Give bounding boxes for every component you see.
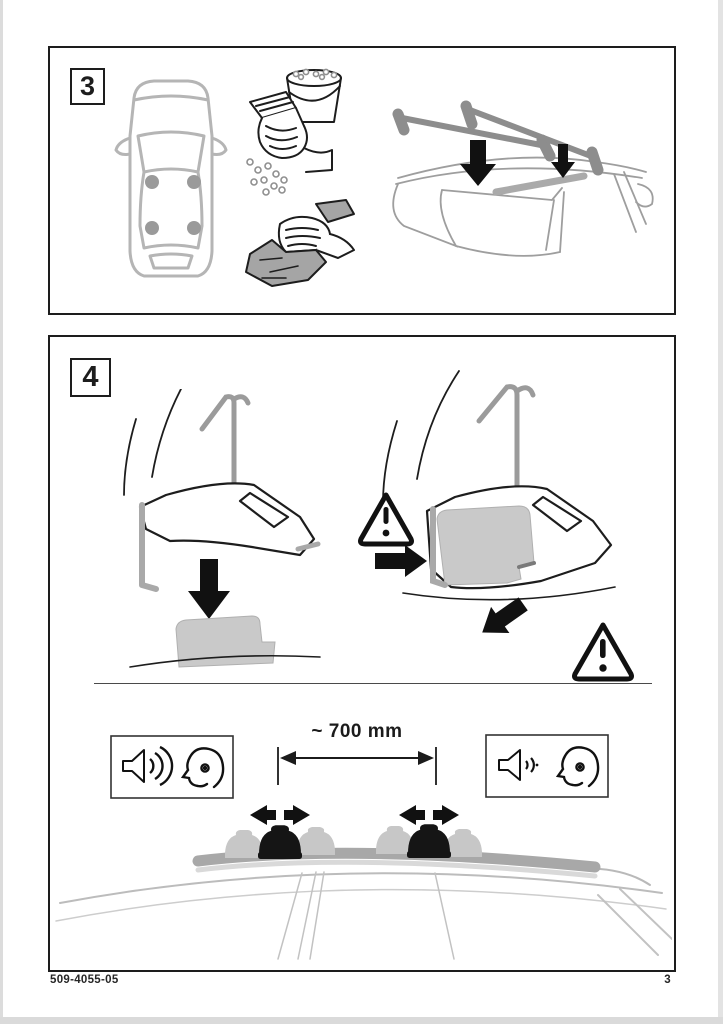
distance-annotation: ~ 700 mm (276, 721, 438, 787)
step-number: 4 (82, 361, 99, 393)
up-left-arrow-icon (482, 597, 528, 634)
left-right-arrows-icon (250, 805, 310, 825)
dimension-arrow (277, 747, 437, 785)
step-4-panel: 4 (48, 335, 676, 972)
crossbars-placement-illustration (392, 100, 654, 257)
granules (246, 68, 338, 196)
foot-row-right-group (376, 805, 482, 858)
left-right-arrows-icon (399, 805, 459, 825)
step-number: 3 (79, 71, 96, 101)
click-sound-indicator-loud (110, 735, 234, 799)
cleaning-granules-illustration (246, 68, 342, 196)
foot-pad (175, 615, 276, 668)
step-number-box: 3 (70, 68, 105, 105)
listening-head-icon (180, 747, 225, 789)
car-top-view-illustration (114, 79, 228, 278)
foot-pad-clamped (436, 505, 535, 586)
warning-triangle-icon (358, 492, 414, 547)
page-number: 3 (664, 974, 671, 986)
step-number-box: 4 (70, 358, 111, 397)
roof-feet-spacing-illustration (55, 805, 672, 960)
page-edge-shadow-bottom (0, 1017, 723, 1024)
page-edge-shadow-right (718, 0, 723, 1024)
listening-head-icon (555, 746, 600, 788)
roof-rail-accent (492, 172, 588, 196)
down-arrow-icon (460, 140, 575, 186)
selected-foot (407, 824, 451, 858)
down-arrow-icon (188, 559, 230, 619)
speaker-sound-icon (122, 745, 174, 787)
speaker-sound-icon (498, 749, 539, 781)
foot-row-left-group (225, 805, 335, 859)
warning-triangle-icon (572, 622, 634, 682)
section-divider (94, 683, 652, 684)
page-edge-shadow-left (0, 0, 3, 1024)
roof-mount-points (145, 175, 201, 235)
click-sound-indicator-soft (485, 734, 609, 798)
wipe-cloth-illustration (245, 199, 355, 287)
crossbars (392, 100, 604, 176)
document-number: 509-4055-05 (50, 974, 119, 986)
right-arrow-icon (375, 545, 427, 577)
foot-install-left-illustration (123, 389, 321, 668)
selected-foot (258, 825, 302, 859)
foot-install-right-illustration (358, 370, 634, 682)
distance-label: ~ 700 mm (311, 721, 403, 742)
step-3-panel: 3 (48, 46, 676, 315)
